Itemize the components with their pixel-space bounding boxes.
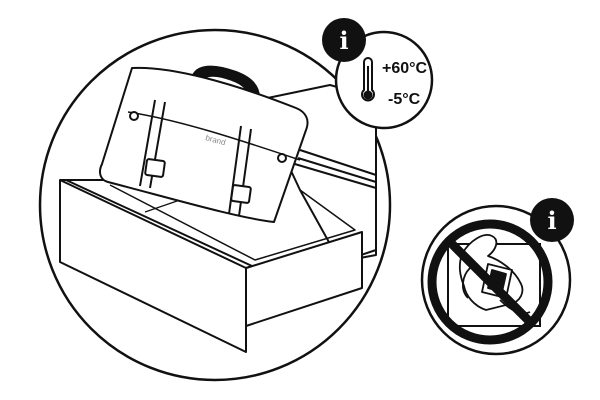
info-letter-secondary: i (547, 206, 556, 235)
info-icon: i (530, 198, 574, 242)
prohibited-compression-circle (420, 204, 572, 356)
max-temperature: +60°C (382, 60, 428, 77)
info-icon: i (322, 18, 366, 62)
thermometer-icon (361, 57, 375, 102)
info-letter: i (339, 26, 348, 55)
temperature-info-circle: +60°C -5°C (334, 30, 434, 130)
min-temperature: -5°C (388, 91, 421, 108)
drawer (59, 84, 377, 353)
briefcase-bag (99, 65, 309, 223)
